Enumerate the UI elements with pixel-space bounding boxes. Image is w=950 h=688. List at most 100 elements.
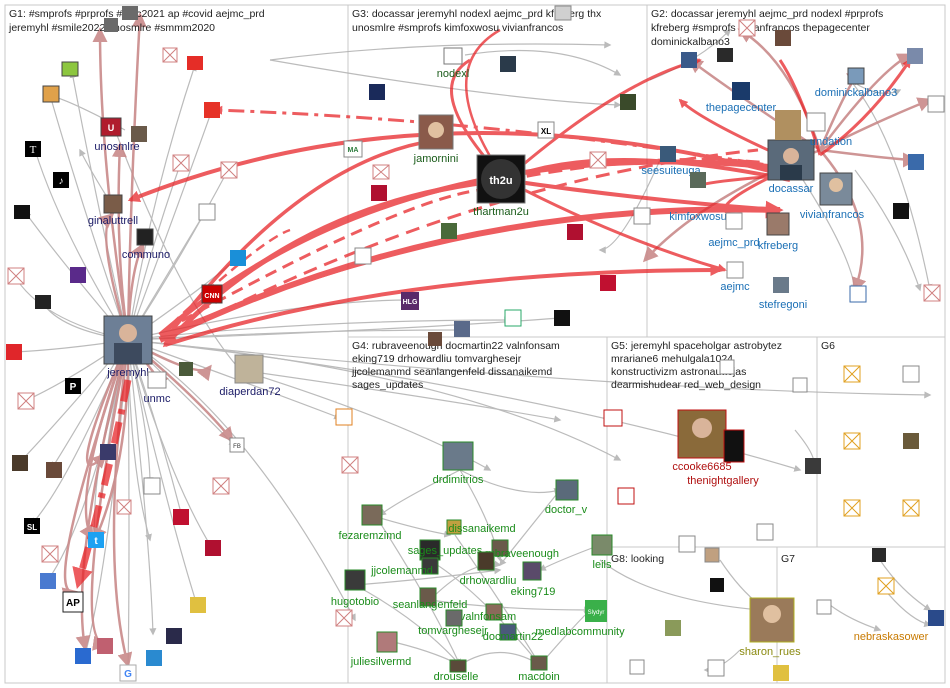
node-hugotobio[interactable]: hugotobio <box>331 569 379 608</box>
node-dissanaikemd[interactable]: dissanaikemd <box>446 519 516 535</box>
node-g5-icon[interactable] <box>805 458 821 474</box>
node-dominickalbano3[interactable]: dominickalbano3 <box>815 67 898 99</box>
node-communo[interactable]: communo <box>122 228 170 261</box>
node-g3-icon[interactable] <box>500 56 516 72</box>
node-medlabcommunity[interactable]: Slydyr medlabcommunity <box>535 600 625 638</box>
node-thepagecenter[interactable]: thepagecenter <box>706 82 777 114</box>
node-g3-icon[interactable] <box>369 84 385 100</box>
node-g1-icon[interactable] <box>104 18 118 32</box>
node-g1-icon[interactable] <box>61 61 79 77</box>
node-g1-icon[interactable] <box>40 573 56 589</box>
node-g1-icon[interactable] <box>12 455 28 471</box>
node-g2-icon[interactable] <box>775 30 791 46</box>
node-g1-icon[interactable] <box>35 295 51 309</box>
node-undation[interactable]: undation <box>806 112 852 148</box>
node-g2-icon[interactable] <box>717 48 733 62</box>
node-drouselle[interactable]: drouselle <box>434 659 479 683</box>
node-kimfoxwosu[interactable]: kimfoxwosu <box>669 172 727 223</box>
node-g2-icon[interactable] <box>849 285 867 303</box>
node-docassar[interactable]: docassar <box>767 139 815 195</box>
node-drdimitrios[interactable]: drdimitrios <box>433 441 484 486</box>
node-g1-icon[interactable] <box>97 638 113 654</box>
node-g8-icon[interactable] <box>704 547 720 563</box>
node-juliesilvermd[interactable]: juliesilvermd <box>350 631 412 668</box>
node-xl[interactable]: XL <box>537 121 555 139</box>
node-g1-icon[interactable] <box>187 56 203 70</box>
node-g3-icon[interactable] <box>441 223 457 239</box>
node-g7-icon[interactable] <box>872 548 886 562</box>
node-kfreberg[interactable]: kfreberg <box>758 212 798 252</box>
node-g1-icon[interactable] <box>131 126 147 142</box>
node-g3-icon[interactable] <box>454 321 470 337</box>
node-g1-icon[interactable] <box>122 6 138 20</box>
node-g7-icon[interactable] <box>773 665 789 681</box>
node-fb[interactable]: FB <box>229 437 245 453</box>
node-cnn[interactable]: CNN <box>201 284 223 304</box>
node-leils[interactable]: leils <box>591 534 613 571</box>
node-g2-icon[interactable] <box>681 52 697 68</box>
node-g1-icon[interactable] <box>100 444 116 460</box>
node-g5-icon[interactable] <box>678 535 696 553</box>
node-g8-icon[interactable] <box>707 659 725 677</box>
node-g1-icon[interactable] <box>230 250 246 266</box>
node-stefregoni[interactable]: stefregoni <box>759 277 807 311</box>
node-g7-icon[interactable] <box>816 599 832 615</box>
node-docmartin22[interactable]: docmartin22 <box>483 623 544 643</box>
node-g5-icon[interactable] <box>719 359 735 375</box>
node-aejmc[interactable]: aejmc <box>720 261 750 293</box>
node-diaperdan72[interactable]: diaperdan72 <box>219 354 281 398</box>
node-ap[interactable]: AP <box>62 591 84 613</box>
node-g4-icon[interactable] <box>335 408 353 426</box>
node-ma[interactable]: MA <box>343 140 363 158</box>
node-g6-icon[interactable] <box>902 365 920 383</box>
node-g2-icon[interactable] <box>908 154 924 170</box>
node-g8-icon[interactable] <box>629 659 645 675</box>
node-g1-icon[interactable] <box>143 477 161 495</box>
node-g2-icon[interactable] <box>907 48 923 64</box>
node-sharon_rues[interactable]: sharon_rues <box>739 597 801 658</box>
node-g3-icon[interactable] <box>554 5 572 21</box>
node-g1-icon[interactable] <box>179 362 193 376</box>
node-g8-icon[interactable] <box>710 578 724 592</box>
node-g3-icon[interactable] <box>428 332 442 346</box>
node-aejmc_prd[interactable]: aejmc_prd <box>708 212 760 249</box>
node-g5-icon[interactable] <box>756 523 774 541</box>
node-g3-icon[interactable] <box>633 207 651 225</box>
node-g2-icon[interactable] <box>927 95 945 113</box>
node-thartman2u[interactable]: th2u thartman2u <box>473 154 529 218</box>
node-nodexl[interactable]: nodexl <box>437 47 469 80</box>
node-jamornini[interactable]: jamornini <box>413 114 459 165</box>
node-g3-icon[interactable] <box>620 94 636 110</box>
node-g2-icon[interactable] <box>775 110 801 140</box>
node-g1-icon[interactable] <box>46 462 62 478</box>
node-sl[interactable]: SL <box>24 518 40 534</box>
node-g5-icon[interactable] <box>617 487 635 505</box>
node-tiktok[interactable]: ♪ <box>53 172 69 188</box>
node-g3-icon[interactable] <box>504 309 522 327</box>
node-eking719[interactable]: eking719 <box>511 561 556 598</box>
node-g1-icon[interactable] <box>198 203 216 221</box>
node-nebraskasower[interactable]: nebraskasower <box>854 610 944 643</box>
node-g1-icon[interactable] <box>42 85 60 103</box>
node-g3-icon[interactable] <box>554 310 570 326</box>
node-thenightgallery[interactable]: thenightgallery <box>687 429 759 487</box>
node-vivianfrancos[interactable]: vivianfrancos <box>800 172 865 221</box>
node-g2-icon[interactable] <box>893 203 909 219</box>
node-google[interactable]: G <box>119 664 137 682</box>
node-fezaremzimd[interactable]: fezaremzimd <box>339 504 402 542</box>
node-g1-icon[interactable] <box>173 509 189 525</box>
node-doctor_v[interactable]: doctor_v <box>545 479 588 516</box>
node-g5-icon[interactable] <box>792 377 808 393</box>
node-g1-icon[interactable] <box>205 540 221 556</box>
node-ginaluttrell[interactable]: ginaluttrell <box>88 194 138 227</box>
node-g3-icon[interactable] <box>600 275 616 291</box>
node-drhowardliu[interactable]: drhowardliu <box>460 551 517 587</box>
node-valnfonsam[interactable]: valnfonsam <box>460 603 516 623</box>
node-jeremyhl[interactable]: jeremyhl <box>103 315 153 379</box>
node-g3-icon[interactable] <box>354 247 372 265</box>
node-jjcolemanmd[interactable]: jjcolemanmd <box>370 557 439 577</box>
node-g1-icon[interactable] <box>14 205 30 219</box>
node-sages_updates[interactable]: sages_updates <box>408 539 483 561</box>
node-rubraveenough[interactable]: rubraveenough <box>485 539 559 560</box>
node-hlg[interactable]: HLG <box>401 292 419 310</box>
